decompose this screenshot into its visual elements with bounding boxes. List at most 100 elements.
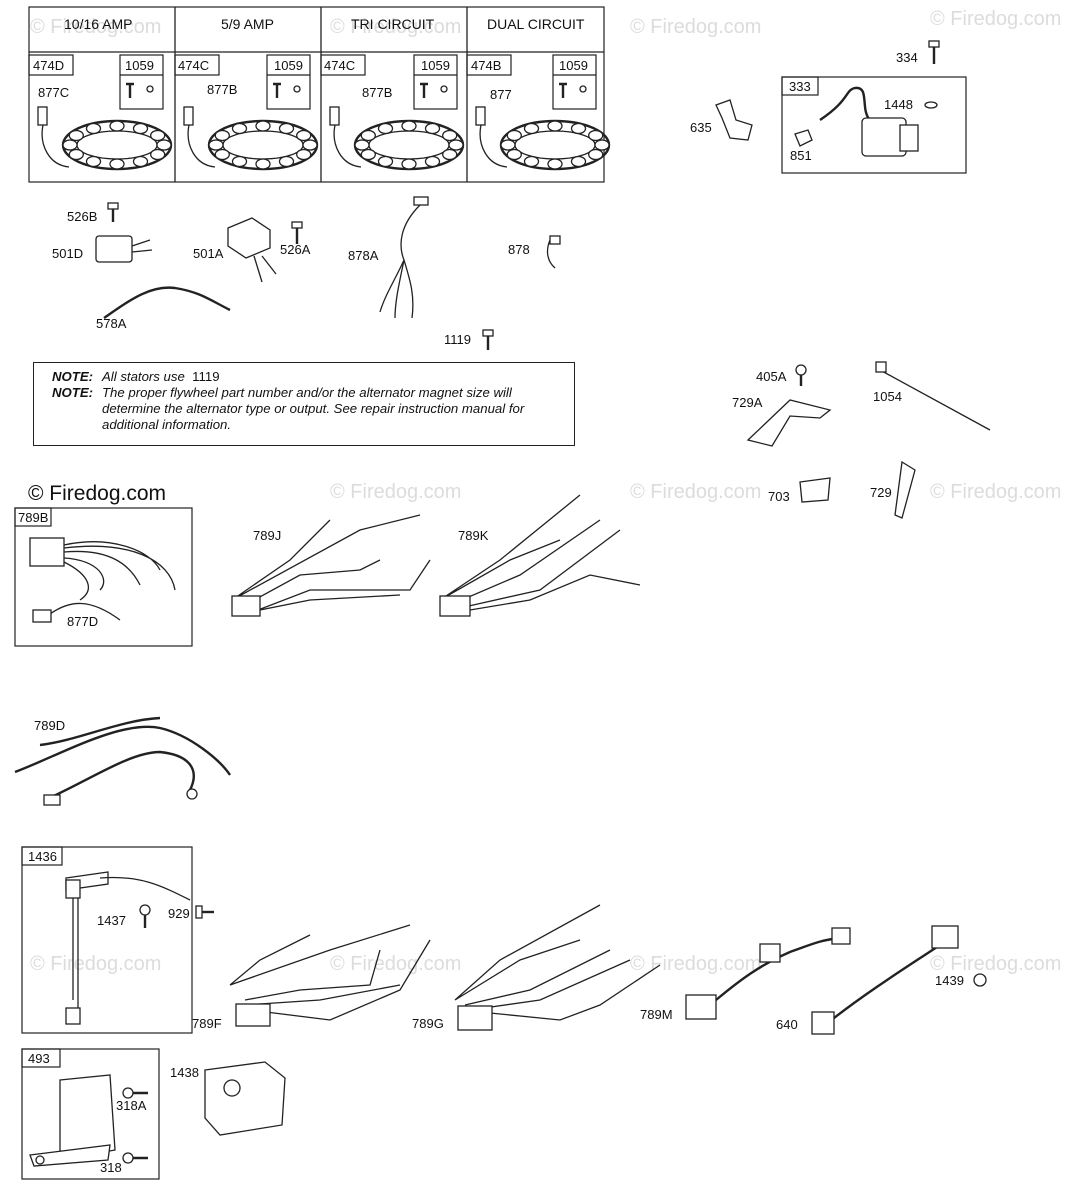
part-label: 1439	[935, 973, 964, 988]
part-label: 318	[100, 1160, 122, 1175]
watermark: © Firedog.com	[930, 953, 1061, 975]
clip-729-icon	[894, 460, 916, 519]
harness-789f: 789F	[192, 924, 431, 1031]
screw-icon	[291, 221, 303, 244]
washer-icon	[924, 101, 938, 109]
harness-wires	[44, 750, 195, 802]
part-label: 789F	[192, 1016, 222, 1031]
stator-ring-inner	[514, 130, 596, 160]
connector-icon	[831, 927, 851, 945]
nut-icon	[146, 85, 154, 93]
wire-878-icon	[546, 239, 556, 269]
part-label: 578A	[96, 316, 127, 331]
stator-coil-icon	[360, 148, 376, 161]
harness-789b: 789B 877D	[14, 507, 193, 647]
stator-coil-icon	[377, 122, 394, 135]
note-box: NOTE: All stators use 1119 NOTE: The pro…	[33, 362, 575, 446]
screw-icon	[195, 905, 214, 919]
part-label: 729	[870, 485, 892, 500]
leader-line	[99, 876, 191, 901]
watermark-dark: © Firedog.com	[28, 482, 166, 505]
harness-wires	[39, 716, 161, 747]
part-label: 1437	[97, 913, 126, 928]
part-label: 1119	[444, 332, 471, 347]
harness-wires	[14, 725, 231, 776]
switch-1436-group: 1436 1437 929	[21, 846, 214, 1034]
switch-icon	[65, 879, 81, 899]
lead-wires	[72, 898, 79, 1010]
module-knob-icon	[223, 1079, 241, 1097]
harness-wires	[231, 514, 431, 613]
part-label: 729A	[732, 395, 763, 410]
part-label: 526A	[280, 242, 311, 257]
bracket-icon	[59, 1074, 116, 1161]
spark-plug-boot-icon	[715, 99, 753, 141]
watermark: © Firedog.com	[330, 16, 461, 38]
stator-ring-inner	[222, 130, 304, 160]
module-1438: 1438	[170, 1061, 286, 1136]
stator-coil-icon	[506, 148, 522, 161]
stator-ring-inner	[76, 130, 158, 160]
part-label: 405A	[756, 369, 787, 384]
connector-icon	[329, 106, 340, 126]
stator-coil-icon	[255, 120, 271, 132]
watermark: © Firedog.com	[630, 481, 761, 503]
stator-coil-icon	[500, 139, 516, 151]
watermark: © Firedog.com	[930, 8, 1061, 30]
harness-789g: 789G	[412, 904, 661, 1031]
part-label: 1436	[28, 849, 57, 864]
regulator-leads	[131, 239, 153, 253]
stator-part: 474D	[33, 58, 64, 73]
stator-coil-icon	[588, 148, 604, 161]
stator-coil-icon	[255, 158, 271, 170]
part-label: 334	[896, 50, 918, 65]
watermark: © Firedog.com	[330, 481, 461, 503]
stator-ring-inner	[368, 130, 450, 160]
stator-coil-icon	[354, 139, 370, 151]
stator-lead-wire	[41, 124, 70, 168]
connector-icon	[549, 235, 561, 245]
screw-icon	[122, 1087, 148, 1099]
harness-789k: 789K	[439, 494, 641, 617]
lead-part: 877	[490, 87, 512, 102]
part-label: 878A	[348, 248, 379, 263]
stator-coil-icon	[156, 139, 172, 151]
stator-coil-icon	[132, 155, 149, 168]
stator-coil-icon	[588, 129, 604, 142]
stator-coil-icon	[523, 155, 540, 168]
screw-part: 1059	[421, 58, 450, 73]
screw-icon	[795, 364, 807, 386]
screw-icon	[139, 904, 151, 928]
nut-icon	[293, 85, 301, 93]
stator-header: DUAL CIRCUIT	[487, 16, 585, 32]
stator-coil-icon	[506, 129, 522, 142]
watermark: © Firedog.com	[930, 481, 1061, 503]
stator-coil-icon	[547, 120, 563, 132]
part-label: 929	[168, 906, 190, 921]
stator-coil-icon	[442, 129, 458, 142]
stator-coil-icon	[278, 122, 295, 135]
screw-icon	[559, 82, 567, 98]
small-parts: 405A 729A 1054 703 729	[732, 361, 991, 519]
harness-789d: 789D	[14, 716, 231, 806]
stator-part: 474C	[324, 58, 355, 73]
switch-icon	[931, 925, 959, 949]
screw-icon	[122, 1152, 148, 1164]
part-label: 526B	[67, 209, 97, 224]
hose-icon	[819, 86, 871, 121]
harness-wires	[715, 936, 841, 1001]
part-label: 789M	[640, 1007, 673, 1022]
harness-640: 640 1439	[776, 925, 987, 1035]
stator-lead-wire	[187, 124, 216, 168]
stator-coil-icon	[278, 155, 295, 168]
clamp-703-icon	[799, 477, 831, 503]
stator-header: 10/16 AMP	[64, 16, 133, 32]
part-label: 878	[508, 242, 530, 257]
screw-icon	[420, 82, 428, 98]
stator-coil-icon	[214, 148, 230, 161]
stator-coil-icon	[68, 129, 84, 142]
part-label: 501D	[52, 246, 83, 261]
part-label: 318A	[116, 1098, 147, 1113]
part-label: 1448	[884, 97, 913, 112]
ring-terminal-icon	[186, 788, 198, 800]
